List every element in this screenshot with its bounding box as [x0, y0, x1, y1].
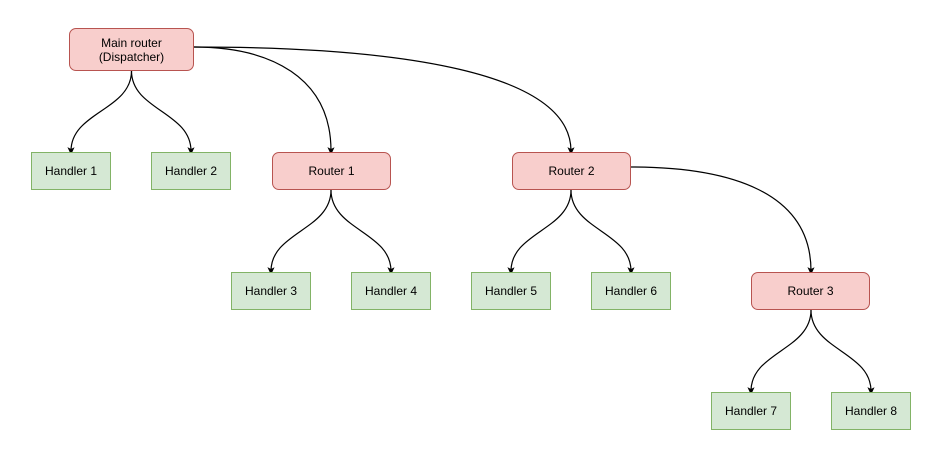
- node-router-2[interactable]: Router 2: [512, 152, 631, 190]
- node-label-handler-7: Handler 7: [724, 404, 778, 418]
- node-handler-1[interactable]: Handler 1: [31, 152, 111, 190]
- edge-router-3-to-handler-8: [810, 309, 875, 395]
- node-label-handler-2: Handler 2: [164, 164, 218, 178]
- node-label-handler-8: Handler 8: [844, 404, 898, 418]
- edge-router-1-to-handler-3: [267, 189, 332, 275]
- node-handler-7[interactable]: Handler 7: [711, 392, 791, 430]
- node-label-main-router: Main router (Dispatcher): [98, 35, 165, 64]
- edge-router-2-to-router-3: [630, 166, 815, 275]
- node-label-router-2: Router 2: [548, 164, 595, 178]
- node-handler-8[interactable]: Handler 8: [831, 392, 911, 430]
- node-label-handler-5: Handler 5: [484, 284, 538, 298]
- node-label-handler-4: Handler 4: [364, 284, 418, 298]
- edge-router-3-to-handler-7: [747, 309, 812, 395]
- edge-group: [67, 46, 875, 395]
- edge-main-to-handler-2: [130, 70, 195, 155]
- edge-main-to-router-2: [193, 46, 575, 155]
- edge-main-to-handler-1: [67, 70, 133, 155]
- node-label-handler-1: Handler 1: [44, 164, 98, 178]
- node-handler-2[interactable]: Handler 2: [151, 152, 231, 190]
- node-label-router-1: Router 1: [308, 164, 355, 178]
- node-router-3[interactable]: Router 3: [751, 272, 870, 310]
- node-label-router-3: Router 3: [787, 284, 834, 298]
- node-handler-6[interactable]: Handler 6: [591, 272, 671, 310]
- node-handler-3[interactable]: Handler 3: [231, 272, 311, 310]
- edge-main-to-router-1: [193, 46, 335, 155]
- node-main-router[interactable]: Main router (Dispatcher): [69, 28, 194, 71]
- node-label-handler-6: Handler 6: [604, 284, 658, 298]
- edge-router-2-to-handler-5: [507, 189, 572, 275]
- edge-router-1-to-handler-4: [330, 189, 395, 275]
- node-handler-4[interactable]: Handler 4: [351, 272, 431, 310]
- node-label-handler-3: Handler 3: [244, 284, 298, 298]
- edge-router-2-to-handler-6: [570, 189, 635, 275]
- node-router-1[interactable]: Router 1: [272, 152, 391, 190]
- node-handler-5[interactable]: Handler 5: [471, 272, 551, 310]
